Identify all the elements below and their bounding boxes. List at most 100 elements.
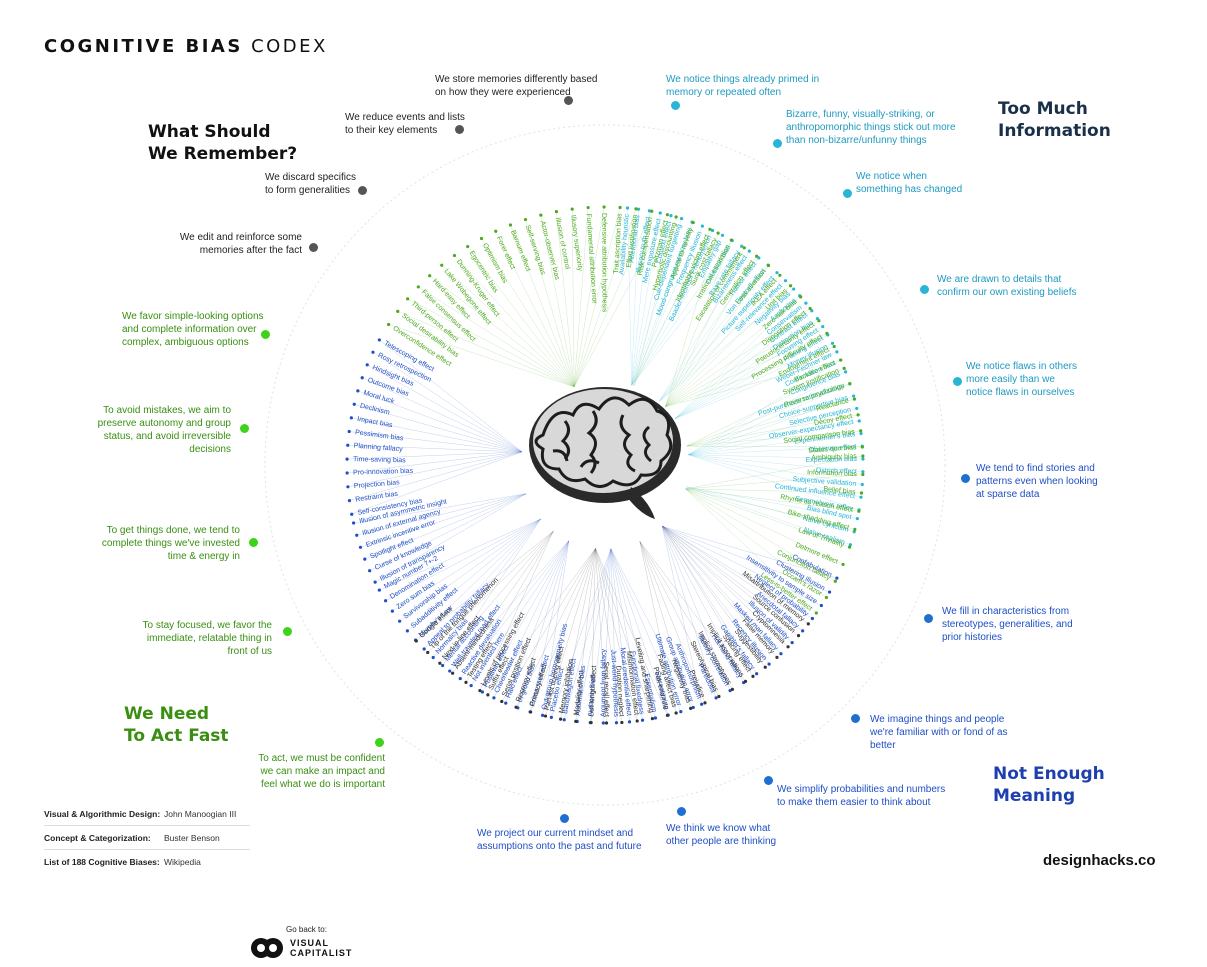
bias-dot — [691, 220, 695, 225]
bias-ray — [441, 265, 575, 387]
category-dot — [961, 474, 970, 483]
bias-dot — [763, 665, 767, 669]
bias-ray — [686, 445, 863, 448]
bias-ray — [551, 548, 612, 718]
category-confirm: We are drawn to details that confirm our… — [937, 274, 1077, 298]
bias-dot — [601, 721, 605, 725]
category-bizarre: Bizarre, funny, visually-striking, or an… — [786, 109, 956, 146]
bias-dot — [441, 663, 445, 668]
bias-ray — [418, 286, 575, 387]
bias-dot — [790, 640, 794, 645]
bias-ray — [595, 548, 607, 724]
category-get-done: To get things done, we tend to complete … — [101, 525, 240, 562]
bias-ray — [665, 256, 757, 407]
bias-ray — [631, 218, 682, 386]
bias-ray — [493, 540, 569, 698]
bias-dot — [859, 495, 863, 499]
bias-dot — [494, 229, 498, 233]
bias-dot — [710, 228, 715, 233]
bias-dot — [570, 207, 574, 211]
bias-ray — [564, 548, 612, 720]
bias-dot — [562, 718, 566, 722]
bias-dot — [810, 309, 814, 313]
bias-ray — [465, 531, 554, 683]
bias-dot — [349, 416, 353, 420]
visual-capitalist-logo-icon — [251, 938, 283, 958]
bias-label: Projection bias — [354, 479, 401, 490]
bias-dot — [500, 699, 504, 704]
bias-ray — [574, 207, 621, 387]
bias-ray — [659, 272, 778, 402]
bias-ray — [433, 518, 541, 658]
bias-ray — [379, 518, 541, 591]
bias-ray — [595, 548, 638, 722]
bias-dot — [640, 718, 645, 722]
bias-ray — [686, 398, 855, 447]
bias-ray — [353, 493, 527, 524]
bias-dot — [586, 205, 590, 210]
bias-ray — [633, 222, 694, 387]
category-focused: To stay focused, we favor the immediate,… — [142, 620, 272, 657]
category-dot — [843, 189, 852, 198]
bias-dot — [464, 680, 468, 684]
category-dot — [261, 330, 270, 339]
visual-capitalist-link[interactable]: Go back to: VISUAL CAPITALIST — [250, 925, 380, 965]
bias-ray — [662, 526, 702, 705]
category-flaws: We notice flaws in others more easily th… — [966, 361, 1077, 398]
bias-dot — [808, 306, 812, 311]
bias-dot — [860, 445, 864, 449]
bias-ray — [665, 308, 811, 407]
bias-ray — [685, 488, 855, 530]
bias-ray — [662, 526, 757, 674]
bias-dot — [847, 545, 852, 549]
bias-ray — [665, 296, 801, 407]
bias-ray — [399, 518, 541, 622]
bias-dot — [861, 457, 865, 461]
bias-ray — [530, 548, 596, 713]
bias-ray — [367, 364, 523, 452]
page-title: COGNITIVE BIAS CODEX — [44, 36, 328, 57]
bias-ray — [610, 548, 630, 722]
bias-ray — [688, 433, 862, 455]
brain-icon — [529, 387, 681, 519]
bias-label: Trait ascription bias — [613, 213, 624, 274]
bias-ray — [633, 229, 711, 387]
bias-dot — [554, 210, 559, 214]
bias-dot — [861, 472, 865, 477]
category-probabilities: We simplify probabilities and numbers to… — [777, 784, 946, 808]
bias-dot — [703, 701, 707, 705]
bias-ray — [674, 310, 812, 419]
bias-ray — [356, 493, 527, 536]
bias-ray — [560, 548, 596, 720]
bias-ray — [349, 431, 523, 453]
bias-ray — [685, 488, 827, 598]
bias-ray — [427, 531, 554, 653]
bias-dot — [825, 331, 829, 336]
bias-ray — [665, 275, 780, 407]
bias-dot — [358, 545, 363, 549]
bias-ray — [674, 295, 800, 419]
bias-dot — [650, 209, 654, 213]
bias-dot — [635, 719, 639, 723]
bias-ray — [662, 525, 766, 668]
bias-ray — [631, 210, 650, 386]
bias-ray — [347, 451, 523, 487]
site-link[interactable]: designhacks.co — [1043, 852, 1156, 869]
category-project: We project our current mindset and assum… — [477, 828, 642, 852]
go-back-label: Go back to: — [286, 925, 327, 934]
bias-ray — [471, 540, 569, 686]
bias-ray — [482, 540, 569, 693]
bias-dot — [679, 710, 683, 714]
bias-label: Observer effect — [808, 444, 856, 454]
bias-dot — [740, 244, 744, 248]
bias-dot — [852, 397, 857, 401]
bias-ray — [633, 216, 677, 387]
bias-ray — [665, 333, 827, 407]
bias-ray — [659, 288, 794, 402]
bias-ray — [631, 235, 723, 386]
bias-dot — [406, 297, 410, 301]
category-dot — [564, 96, 573, 105]
bias-ray — [686, 414, 859, 447]
bias-dot — [469, 683, 473, 688]
bias-dot — [452, 253, 457, 258]
